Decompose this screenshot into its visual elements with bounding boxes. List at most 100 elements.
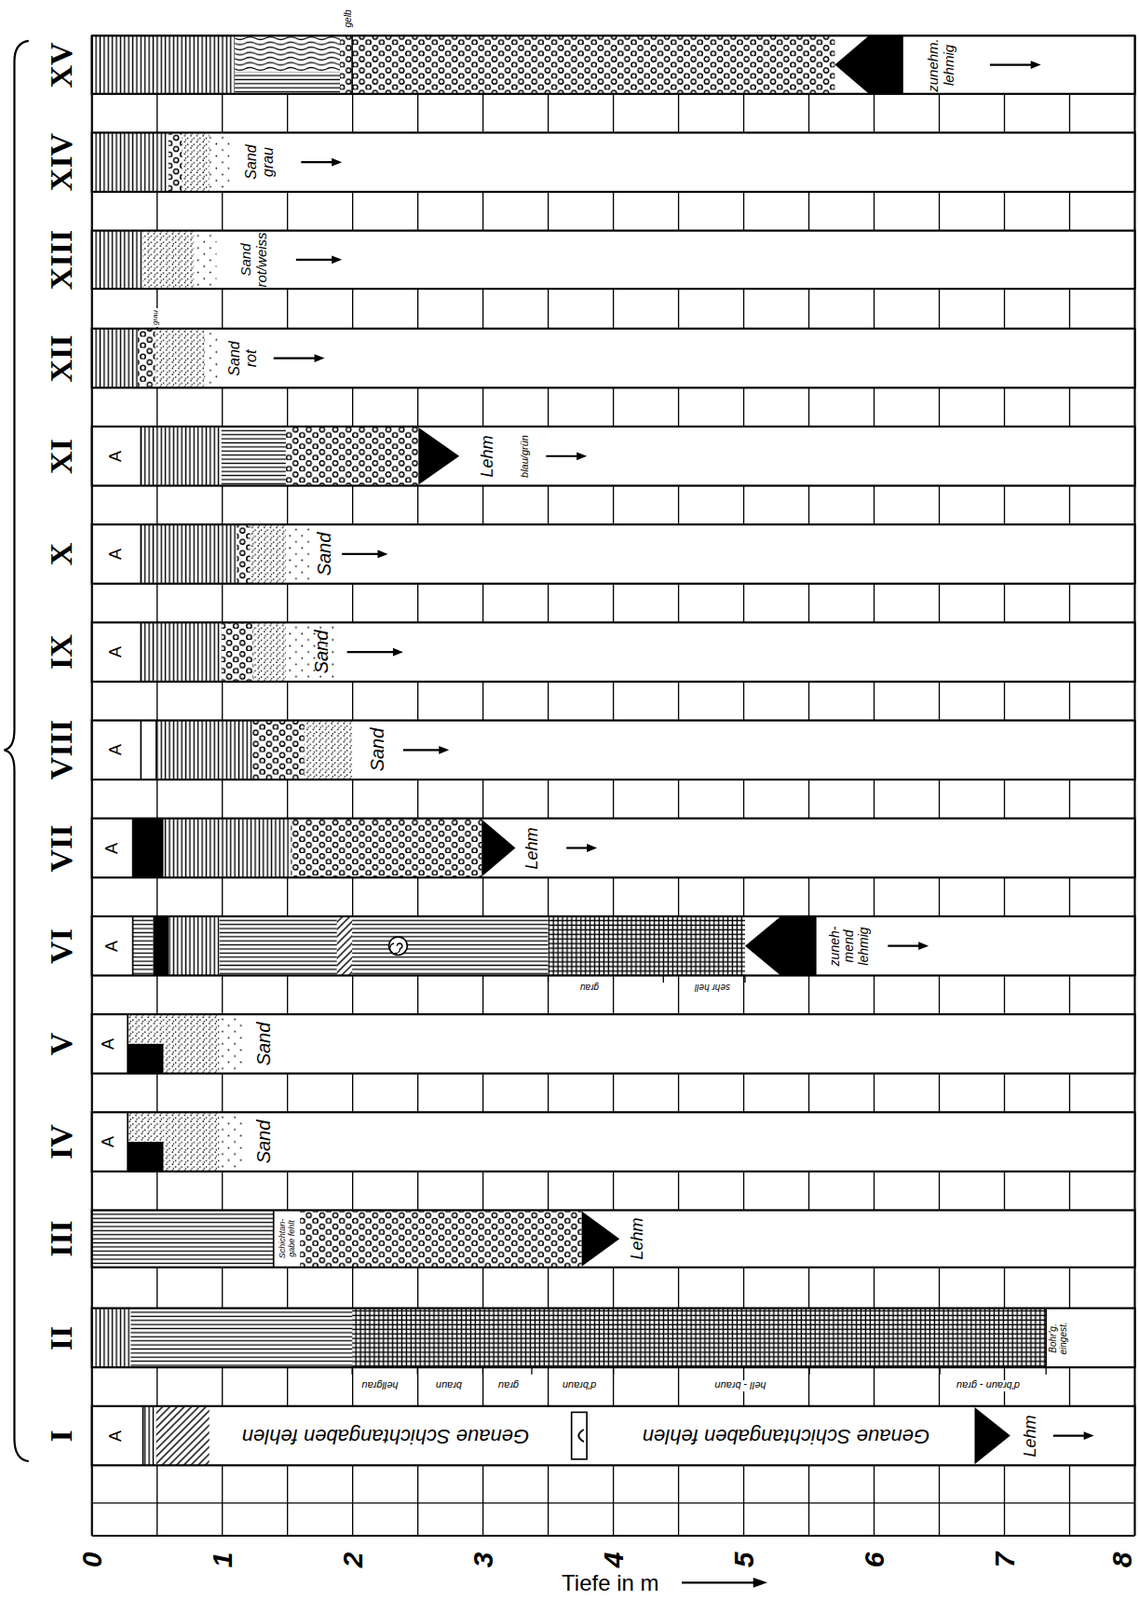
strata-fill [127,1044,163,1074]
strata-fill [285,426,419,487]
continuation-arrow [545,455,579,458]
layer-code: A [107,646,126,658]
depth-tick-label: 0 [78,1551,107,1568]
layer-code: A [107,548,126,560]
borehole-number: IX [43,634,79,670]
depth-tick-label: 5 [730,1551,759,1568]
strata-fill [304,720,353,781]
depth-tick-label: 7 [990,1551,1019,1568]
segment-border [139,720,142,781]
continuation-arrow [586,843,597,853]
layer-code: A [107,450,126,462]
borehole-number: II [43,1325,79,1350]
borehole-column: XVgelbzunehm. lehmig [92,35,1136,94]
borehole-outline [92,1111,1136,1172]
strata-fill [299,1209,582,1267]
strata-fill [337,916,353,977]
layer-label: Sand [253,1022,274,1067]
strata-fill [209,132,231,192]
borehole-column: VIAzuneh- mend lehmiggrausehr hell [92,916,1136,977]
fossil-symbol [578,1429,584,1442]
strata-fill [234,35,340,72]
strata-fill [168,132,182,192]
layer-label: Lehm [628,1218,648,1261]
continuation-arrow [314,353,326,363]
layer-tick [663,975,665,983]
continuation-arrow [331,255,342,264]
borehole-column: XIIISand rot/weiss [92,230,1136,289]
depth-tick-label: 1 [208,1551,237,1568]
strata-fill [140,426,222,487]
continuation-arrow [566,846,589,849]
continuation-arrow [341,553,380,556]
borehole-ground [92,1014,1136,1074]
boundary-triangle [582,1211,621,1267]
layer-label: hell - braun [712,1380,768,1392]
borehole-ground [92,35,1136,94]
layer-label: zuneh- mend lehmig [827,925,871,966]
borehole-ground [92,1308,1136,1369]
strata-fill [221,426,286,487]
borehole-column: IIBohr'g. eingest.hellgraubraungraud'bra… [92,1308,1136,1369]
borehole-column: VIIIASand [92,720,1136,781]
strata-fill [352,916,548,977]
layer-tick [1045,1367,1047,1375]
strata-fill [252,720,305,781]
boundary-triangle [481,819,516,877]
borehole-ground [92,426,1136,487]
layer-label: Sand rot/weiss [237,231,269,287]
continuation-arrow [393,648,404,657]
strata-fill [339,35,353,94]
strata-fill [156,1406,210,1466]
layer-tick [939,1367,941,1375]
strata-fill [152,916,168,977]
strata-fill [133,818,164,879]
layer-tick [612,1367,614,1375]
continuation-arrow [403,748,442,751]
borehole-number: V [43,1032,79,1057]
layer-label: grau [578,981,601,992]
boundary-triangle [974,1407,1010,1465]
borehole-outline [92,1209,1136,1267]
strata-fill [285,622,338,682]
strata-fill [92,328,138,389]
borehole-column: XIALehmblau/grün [92,426,1136,487]
borehole-column: IVASand [92,1112,1136,1173]
borehole-outline [92,328,1136,389]
brace [4,40,29,1462]
layer-label: blau/grün [518,434,530,478]
continuation-arrow [887,945,921,948]
strata-fill [92,230,144,289]
layer-code: A [103,940,123,952]
strata-fill [133,916,154,977]
depth-tick-label: 3 [469,1551,498,1568]
strata-fill [156,720,253,781]
fossil-symbol [389,936,408,956]
strata-fill [253,622,286,682]
fossil-symbol [571,1411,587,1459]
layer-label: grau [496,1380,521,1392]
borehole-outline [92,818,1136,879]
borehole-ground [92,622,1136,682]
boundary-triangle [745,916,817,977]
layer-label: zunehm. lehmig [925,38,957,93]
strata-fill [92,132,169,192]
depth-tick-label: 6 [860,1551,889,1568]
borehole-number: IV [43,1124,79,1160]
strata-fill [127,1111,163,1142]
layer-label: Lehm [1021,1414,1041,1457]
borehole-ground [92,328,1136,389]
borehole-ground [92,818,1136,879]
grid-line [92,1534,1136,1537]
strata-fill [162,1111,219,1172]
strata-fill [155,328,205,389]
layer-label: Genaue Schichtangaben fehlen [242,1424,529,1448]
borehole-outline [92,916,1136,977]
layer-label: Lehm [523,827,543,869]
grid-line [92,1502,1136,1504]
layer-tick [351,1367,353,1375]
continuation-arrow [331,158,342,167]
borehole-number: X [43,542,79,567]
axis-arrow [681,1581,756,1584]
